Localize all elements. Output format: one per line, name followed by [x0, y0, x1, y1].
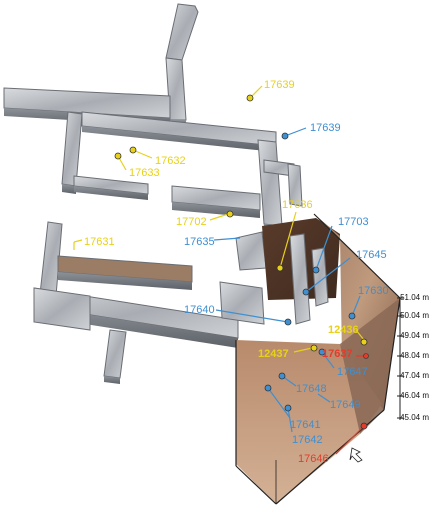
label-17647: 17647 — [337, 366, 368, 378]
depth-label-48: 48.04 m — [400, 351, 429, 360]
marker-17642 — [284, 404, 292, 412]
trench-lower-pit — [236, 340, 382, 504]
depth-label-49: 49.04 m — [400, 331, 429, 340]
wall-block-17640 — [219, 281, 265, 325]
depth-label-47: 47.04 m — [400, 371, 429, 380]
wall-south-spur — [103, 329, 127, 379]
marker-17648 — [278, 372, 286, 380]
label-17633: 17633 — [129, 167, 160, 179]
label-17639-yellow: 17639 — [264, 79, 295, 91]
label-17639-blue: 17639 — [310, 122, 341, 134]
marker-12436 — [360, 338, 368, 346]
marker-17632 — [129, 146, 137, 154]
marker-17633 — [114, 152, 122, 160]
label-17630: 17630 — [358, 285, 389, 297]
depth-label-51: 51.04 m — [400, 293, 429, 302]
label-17702: 17702 — [176, 216, 207, 228]
trench-inner-step — [289, 233, 311, 325]
label-17632: 17632 — [155, 155, 186, 167]
depth-label-50: 50.04 m — [400, 311, 429, 320]
wall-south-west — [33, 287, 91, 331]
marker-17637 — [363, 353, 369, 359]
stone-walls — [3, 3, 303, 384]
label-17640: 17640 — [184, 304, 215, 316]
depth-scale — [397, 297, 403, 420]
label-17636: 17636 — [282, 199, 313, 211]
marker-17630 — [348, 312, 356, 320]
label-12437: 12437 — [258, 348, 289, 360]
label-17648: 17648 — [296, 383, 327, 395]
marker-17646 — [360, 422, 368, 430]
depth-label-46: 46.04 m — [400, 391, 429, 400]
label-17641: 17641 — [290, 419, 321, 431]
marker-17636 — [276, 264, 284, 272]
label-17646: 17646 — [298, 453, 329, 465]
label-17645: 17645 — [356, 249, 387, 261]
depth-label-45: 45.04 m — [400, 413, 429, 422]
label-17637: 17637 — [322, 348, 353, 360]
wall-north-diagonal — [165, 3, 199, 61]
marker-17641 — [264, 384, 272, 392]
label-17703: 17703 — [338, 216, 369, 228]
label-17631: 17631 — [84, 236, 115, 248]
marker-17639-blue — [281, 132, 289, 140]
north-arrow-icon — [349, 447, 363, 463]
marker-17703 — [312, 266, 320, 274]
label-17649: 17649 — [330, 399, 361, 411]
label-17635: 17635 — [184, 236, 215, 248]
label-12436: 12436 — [328, 324, 359, 336]
wall-block-17635 — [235, 231, 267, 271]
wall-east-upper — [257, 139, 283, 227]
wall-west-upper — [61, 111, 83, 187]
marker-17639-yellow — [246, 94, 254, 102]
marker-12437 — [310, 344, 318, 352]
marker-17645 — [302, 288, 310, 296]
excavation-trench — [235, 213, 401, 505]
marker-17640 — [284, 318, 292, 326]
marker-17702 — [226, 210, 234, 218]
markers — [73, 85, 369, 463]
label-17642: 17642 — [292, 434, 323, 446]
marker-17647 — [318, 348, 326, 356]
